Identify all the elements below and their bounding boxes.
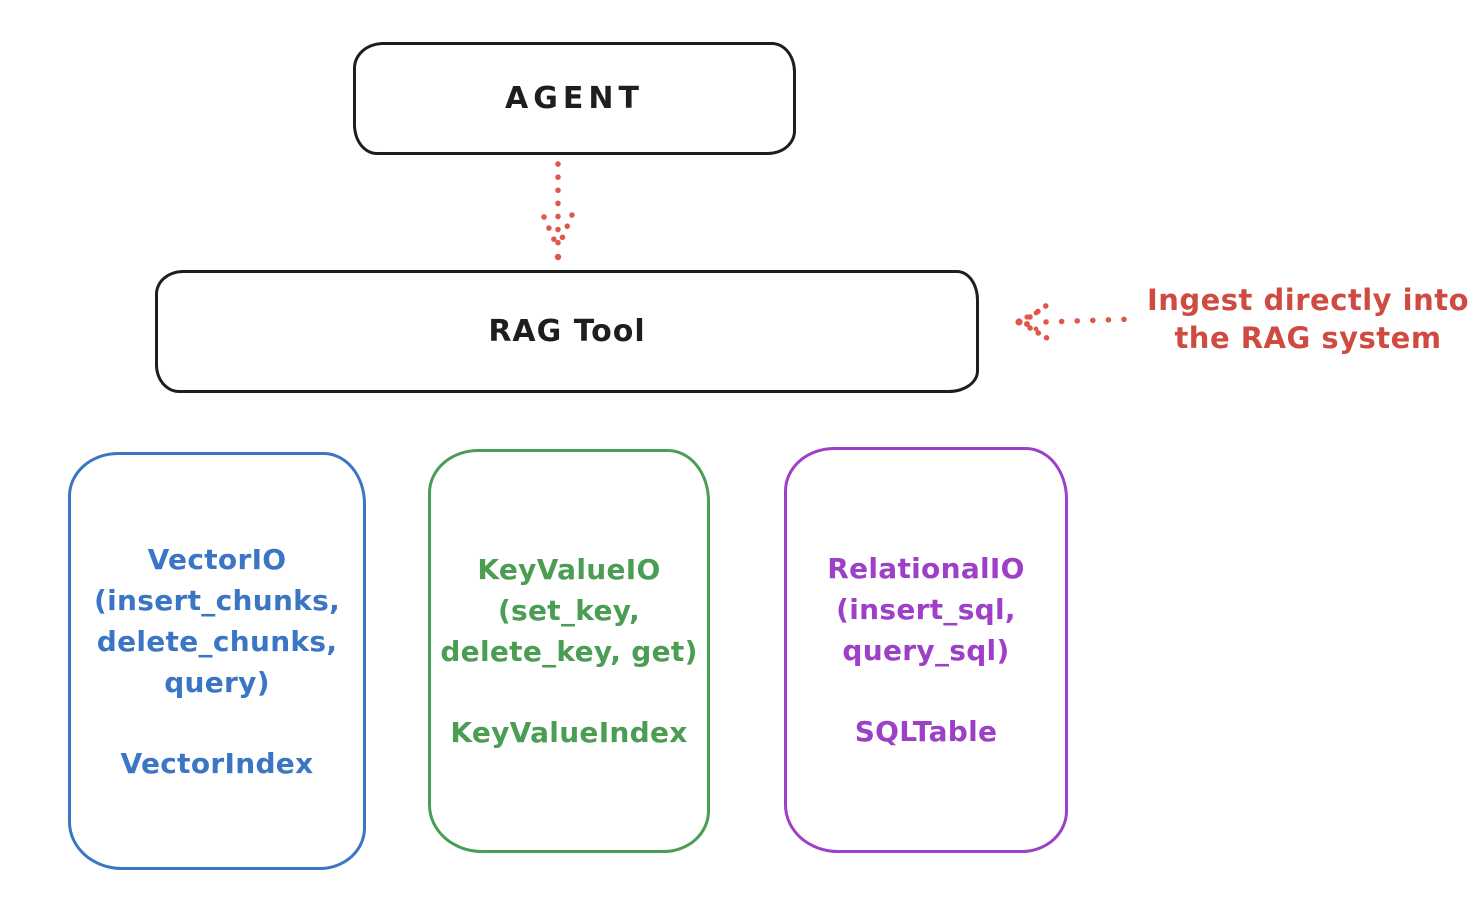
vector-io-param-line: (insert_chunks, — [94, 583, 340, 617]
relational-io-card: RelationalIO (insert_sql, query_sql) SQL… — [784, 447, 1068, 853]
keyvalue-io-param-line: (set_key, — [497, 594, 641, 627]
keyvalue-io-param-line: delete_key, get) — [440, 635, 698, 668]
sql-table-label: SQLTable — [854, 715, 998, 748]
relational-io-param-line: (insert_sql, — [836, 593, 1016, 626]
relational-io-param-line: query_sql) — [842, 634, 1010, 667]
vector-io-param-line: query) — [164, 665, 270, 699]
vector-index-label: VectorIndex — [120, 746, 314, 780]
relational-io-title: RelationalIO — [827, 552, 1025, 585]
rag-tool-box: RAG Tool — [155, 270, 979, 393]
rag-tool-label: RAG Tool — [488, 314, 646, 349]
vector-io-param-line: delete_chunks, — [96, 624, 338, 658]
ingest-annotation-line1: Ingest directly into — [1146, 283, 1470, 317]
vector-io-title: VectorIO — [147, 542, 287, 576]
keyvalue-io-card: KeyValueIO (set_key, delete_key, get) Ke… — [428, 449, 710, 853]
agent-label: AGENT — [505, 81, 644, 116]
vector-io-card: VectorIO (insert_chunks, delete_chunks, … — [68, 452, 366, 870]
ingest-annotation-line2: the RAG system — [1174, 321, 1442, 355]
ingest-annotation-arrow — [1015, 300, 1137, 344]
keyvalue-index-label: KeyValueIndex — [450, 716, 688, 749]
agent-to-ragtool-arrow — [541, 161, 575, 261]
keyvalue-io-title: KeyValueIO — [477, 553, 661, 586]
ingest-annotation: Ingest directly into the RAG system — [1136, 281, 1480, 357]
agent-box: AGENT — [353, 42, 796, 155]
